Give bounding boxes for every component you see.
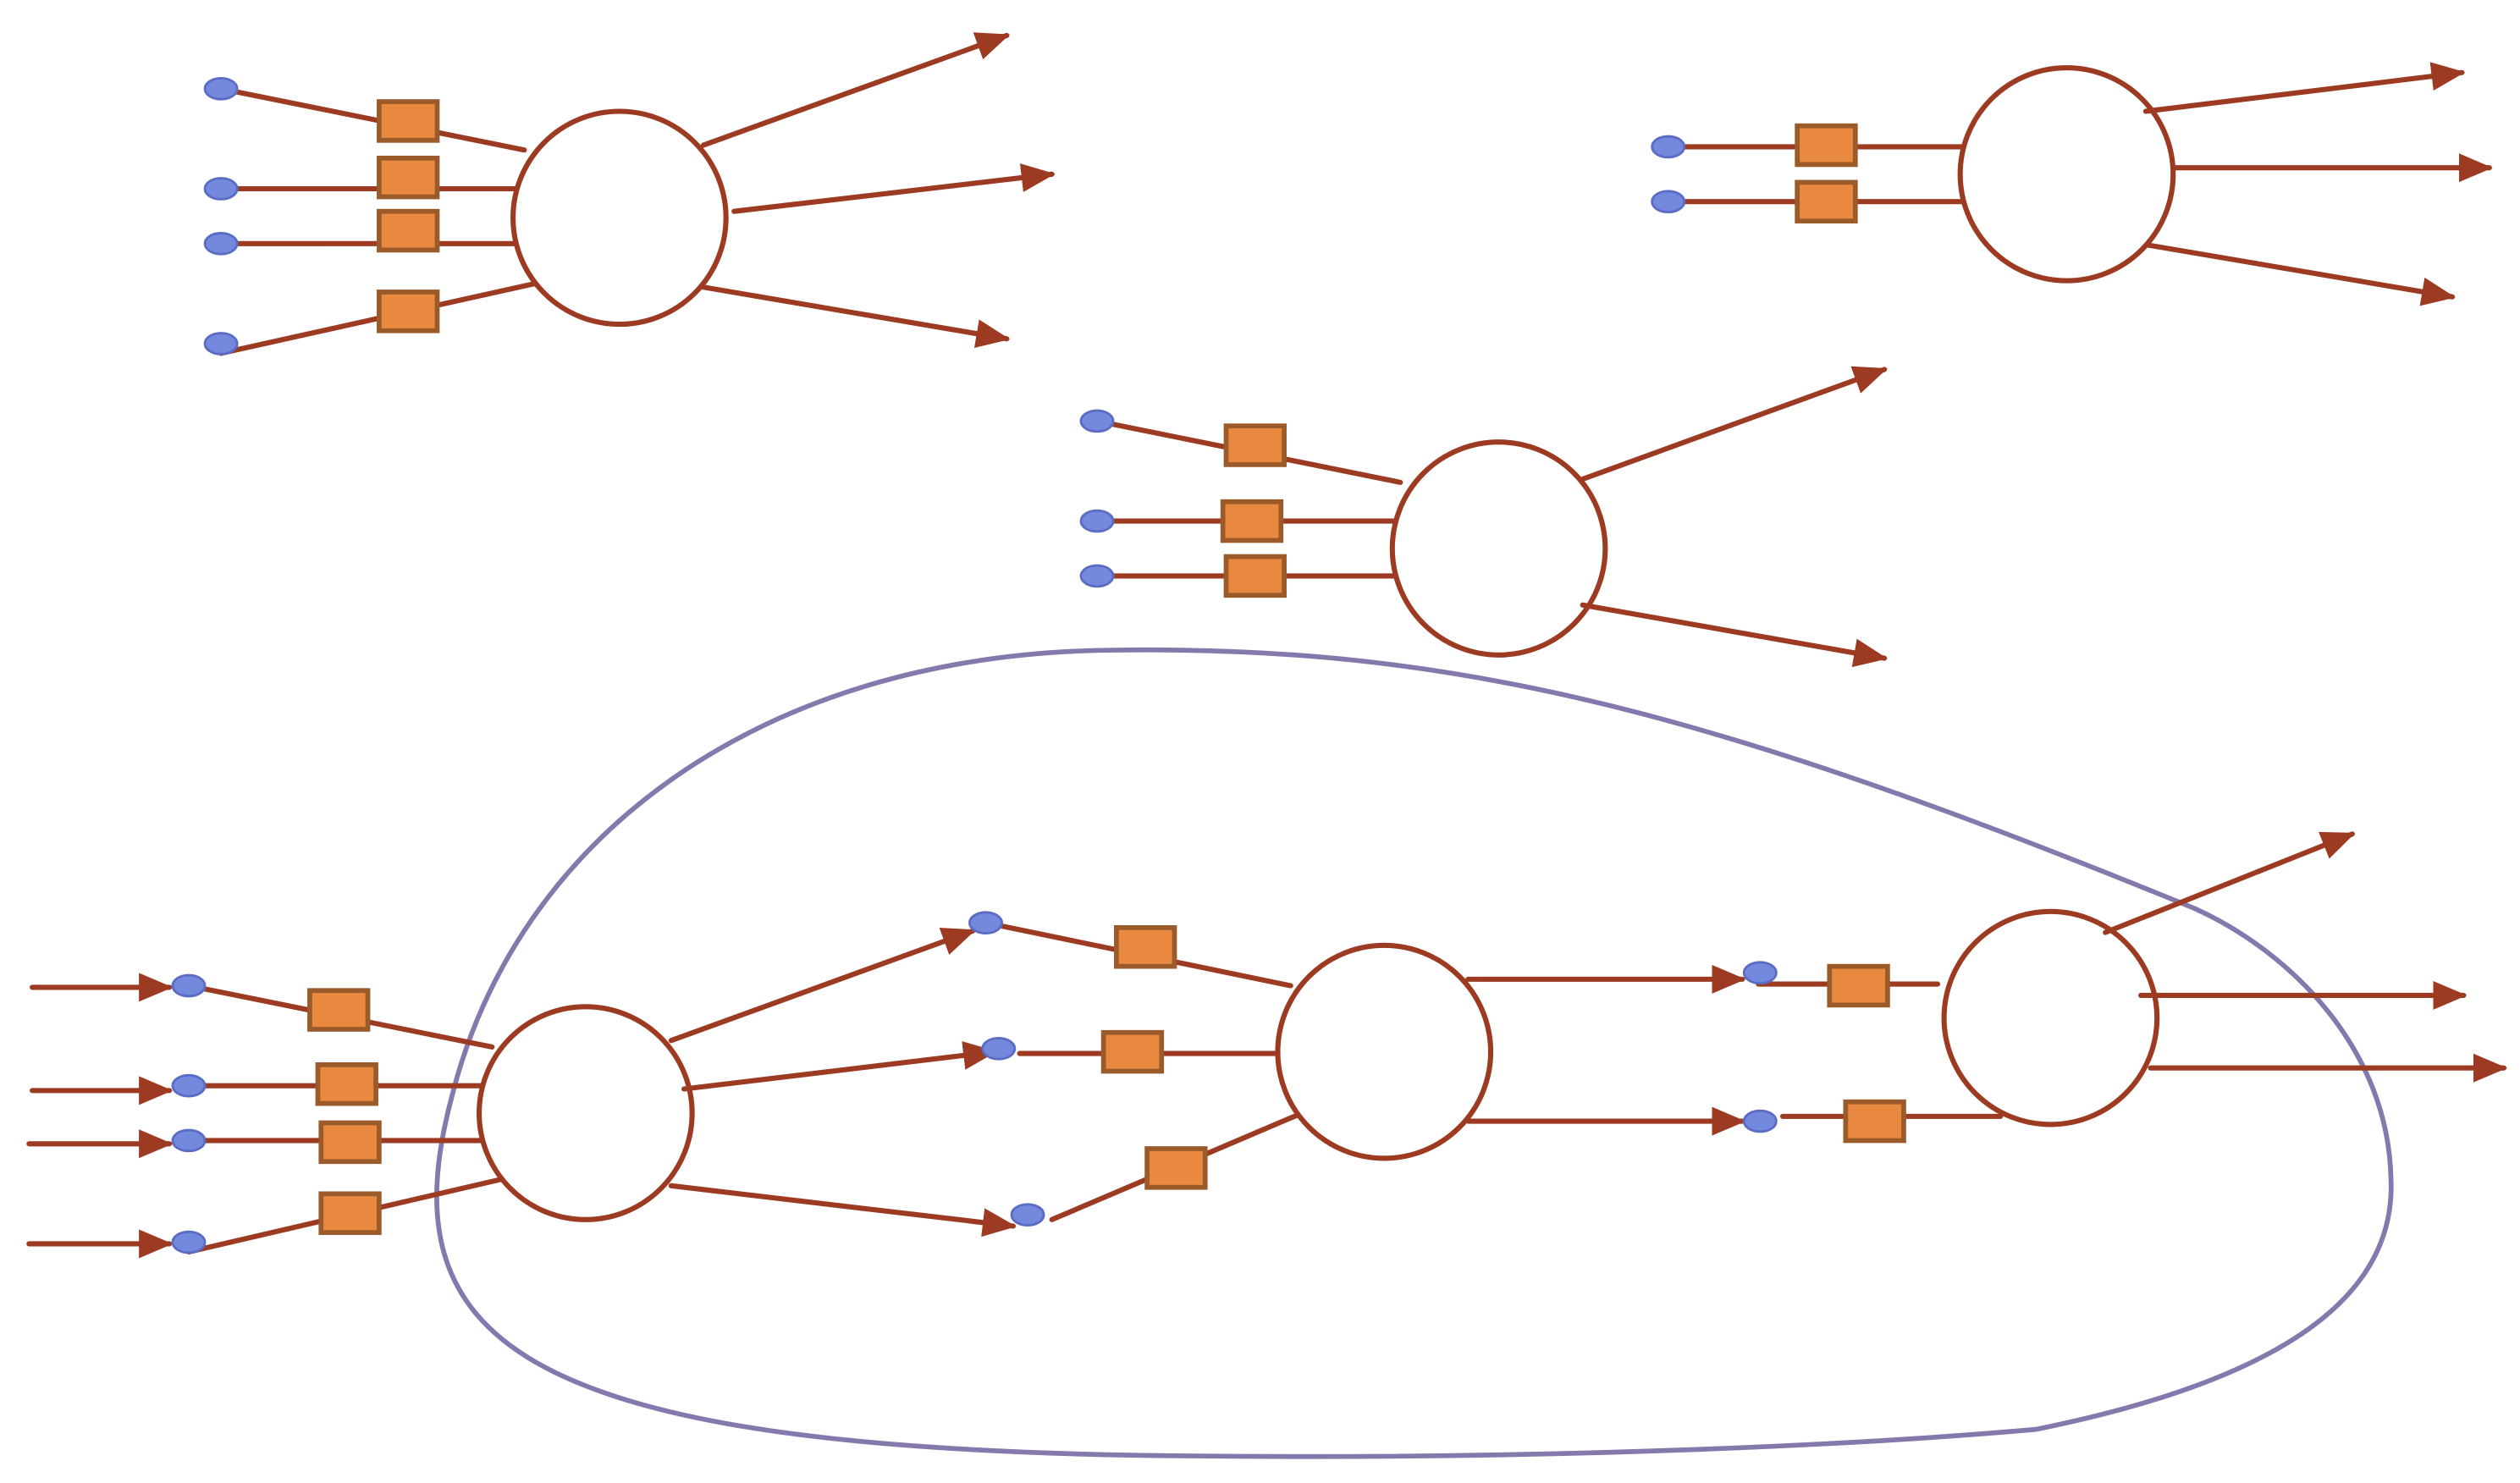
output-arrow <box>2146 242 2456 306</box>
weight-box <box>1223 554 1287 598</box>
weight-box <box>315 1062 378 1106</box>
neuron-node <box>476 1004 695 1222</box>
weight-box <box>307 988 371 1032</box>
network-unit-2 <box>968 911 1746 1227</box>
output-arrow <box>700 32 1011 148</box>
output-arrow <box>1580 602 1889 668</box>
hidden-arrow <box>681 1041 997 1092</box>
weight-box <box>1114 925 1177 969</box>
input-port <box>1742 961 1778 985</box>
unit-middle <box>1079 366 1889 668</box>
weight-box <box>377 289 440 334</box>
input-port <box>171 973 207 998</box>
weight-box <box>1795 179 1858 223</box>
input-port <box>1651 190 1686 214</box>
unit-top-right <box>1651 62 2493 306</box>
weight-box <box>1100 1029 1165 1074</box>
input-port <box>1742 1109 1778 1133</box>
neuron-node <box>1389 439 1608 658</box>
input-port <box>171 1128 207 1153</box>
network-enclosure-outline <box>434 647 2394 1459</box>
input-port <box>1010 1203 1045 1227</box>
input-port <box>171 1230 207 1254</box>
weight-box <box>377 208 440 253</box>
output-arrow <box>1580 366 1888 482</box>
weight-box <box>1795 123 1858 168</box>
network-unit-3 <box>1742 831 2507 1144</box>
hidden-arrow <box>668 1183 1017 1238</box>
weight-box <box>1843 1099 1906 1144</box>
weight-box <box>1223 423 1287 467</box>
output-arrow <box>700 284 1011 348</box>
hidden-arrow <box>668 928 977 1044</box>
neuron-node <box>1941 908 2160 1127</box>
output-arrow <box>2142 62 2466 114</box>
input-port <box>1651 135 1686 159</box>
weight-box <box>318 1191 382 1235</box>
weight-box <box>377 99 440 143</box>
input-port <box>203 77 239 101</box>
network-unit-1 <box>26 928 1017 1259</box>
output-arrow <box>731 163 1056 214</box>
neuron-node <box>510 108 729 328</box>
input-port <box>171 1073 207 1098</box>
unit-top-left <box>203 32 1056 356</box>
input-edge <box>218 85 527 153</box>
weight-box <box>1144 1146 1208 1190</box>
input-port <box>1079 509 1115 533</box>
weight-box <box>318 1120 382 1165</box>
input-port <box>203 177 239 201</box>
input-port <box>203 231 239 256</box>
weight-box <box>1220 499 1284 543</box>
network-enclosure <box>434 647 2394 1459</box>
input-port <box>968 911 1003 934</box>
input-port <box>1079 409 1115 433</box>
weight-box <box>1827 963 1890 1008</box>
input-port <box>1079 564 1115 588</box>
neuron-node <box>1275 942 1494 1161</box>
neuron-node <box>1957 64 2176 284</box>
external-output-arrow <box>2103 831 2356 935</box>
weight-box <box>377 155 440 200</box>
input-port <box>203 332 239 356</box>
input-port <box>981 1037 1017 1061</box>
